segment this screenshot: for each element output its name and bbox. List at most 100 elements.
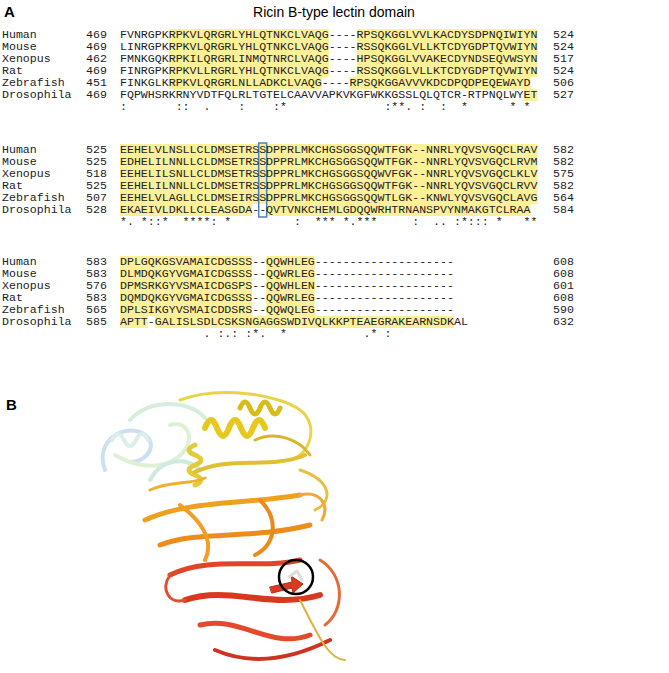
consensus-line: . :.: :*. * .* : xyxy=(120,328,391,340)
start-position: 451 xyxy=(86,77,107,89)
species-name: Human xyxy=(2,144,37,156)
end-position: 524 xyxy=(553,29,574,41)
ribbon xyxy=(112,434,148,446)
sequence: FINRGPKRPKVLLRGRLYHLQTNKCLVAQG----RSSQKG… xyxy=(120,65,537,77)
species-name: Rat xyxy=(2,180,23,192)
start-position: 462 xyxy=(86,53,107,65)
sequence: EEHELILNNLLCLDMSETRSSDPPRLMKCHGSGGSQQWTF… xyxy=(120,180,537,192)
sequence: FVNRGPKRPKVLQRGRLYHLQTNKCLVAQG----RPSQKG… xyxy=(120,29,537,41)
start-position: 585 xyxy=(86,316,107,328)
start-position: 469 xyxy=(86,89,107,101)
end-position: 608 xyxy=(553,268,574,280)
loop xyxy=(195,455,305,472)
sequence: EEHELVLNSLLCLDMSETRSSDPPRLMKCHGSGGSQQWTF… xyxy=(120,144,537,156)
species-name: Xenopus xyxy=(2,168,51,180)
loop xyxy=(255,500,273,555)
sequence: LINRGPKRPKVLQRGRLYHLQTNKCLVAQG----RSSQKG… xyxy=(120,41,537,53)
end-position: 582 xyxy=(553,144,574,156)
start-position: 507 xyxy=(86,192,107,204)
conservation-highlights xyxy=(120,29,538,328)
protein-structure xyxy=(103,393,345,660)
end-position: 584 xyxy=(553,204,574,216)
species-name: Drosophila xyxy=(2,204,72,216)
species-name: Zebrafish xyxy=(2,77,65,89)
sequence: FQPWHSRKRNYVDTFQLRLTGTELCAAVVAPKVKGFWKKG… xyxy=(120,89,537,101)
end-position: 524 xyxy=(553,65,574,77)
species-name: Mouse xyxy=(2,41,37,53)
residue-stick xyxy=(289,571,302,580)
species-name: Zebrafish xyxy=(2,192,65,204)
start-position: 528 xyxy=(86,204,107,216)
species-name: Mouse xyxy=(2,156,37,168)
panel-letter: B xyxy=(6,396,17,414)
species-name: Human xyxy=(2,29,37,41)
loop xyxy=(255,436,310,455)
red-region xyxy=(166,560,345,660)
loop xyxy=(166,575,185,601)
species-name: Drosophila xyxy=(2,89,72,101)
strand xyxy=(145,495,300,520)
end-position: 601 xyxy=(553,280,574,292)
ribbon xyxy=(130,404,205,420)
end-position: 590 xyxy=(553,304,574,316)
start-position: 525 xyxy=(86,180,107,192)
helix xyxy=(240,402,280,414)
end-position: 608 xyxy=(553,292,574,304)
start-position: 565 xyxy=(86,304,107,316)
sequence: DLMDQKGYVGMAICDGSSS--QQWRLEG------------… xyxy=(120,268,454,280)
sequence: EEHELVLAGLLCLDMSEIRSSDPPRLMKCHGSGGSQQWTL… xyxy=(120,192,537,204)
yellow-region xyxy=(180,393,327,510)
end-position: 608 xyxy=(553,256,574,268)
consensus-line: *. *::* ****: * : *** *.*** : .. :*::: *… xyxy=(120,216,537,228)
figure-title: Ricin B-type lectin domain xyxy=(230,3,438,21)
end-position: 582 xyxy=(553,156,574,168)
species-name: Zebrafish xyxy=(2,304,65,316)
species-name: Drosophila xyxy=(2,316,72,328)
end-position: 632 xyxy=(553,316,574,328)
helix xyxy=(205,420,265,436)
sequence: DPLSIKGYVSMAICDDSRS--QQWQLEG------------… xyxy=(120,304,454,316)
loop xyxy=(215,640,330,659)
loop xyxy=(180,393,311,460)
end-position: 582 xyxy=(553,180,574,192)
start-position: 583 xyxy=(86,268,107,280)
sequence: DQMDQKGYVGMAICDGSSS--QQWRLEG------------… xyxy=(120,292,454,304)
strand xyxy=(200,623,310,639)
loop xyxy=(180,505,208,560)
orange-region xyxy=(145,478,325,560)
species-name: Rat xyxy=(2,292,23,304)
end-position: 575 xyxy=(553,168,574,180)
highlight-band xyxy=(120,156,538,168)
start-position: 469 xyxy=(86,41,107,53)
panel-letter: A xyxy=(4,3,15,21)
start-position: 469 xyxy=(86,29,107,41)
start-position: 525 xyxy=(86,156,107,168)
loop xyxy=(300,600,345,660)
end-position: 506 xyxy=(553,77,574,89)
loop xyxy=(300,494,325,520)
sequence: FMNKGQKRPKILQRGRLINMQTNRCLVAQG----HPSQKG… xyxy=(120,53,537,65)
sequence: APTT-GALISLSDLCSKSNGAGGSWDIVQLKKPTEAEGRA… xyxy=(120,316,468,328)
species-name: Xenopus xyxy=(2,53,51,65)
highlight-band xyxy=(120,192,538,204)
species-name: Mouse xyxy=(2,268,37,280)
sequence: FINKGLKRPKVLQRGRLNLLADKCLVAQG----RPSQKGG… xyxy=(120,77,531,89)
highlight-band xyxy=(120,180,538,192)
consensus-line: : :: . : :* :**. : : * * * xyxy=(120,101,531,113)
loop xyxy=(150,478,205,490)
start-position: 525 xyxy=(86,144,107,156)
species-name: Xenopus xyxy=(2,280,51,292)
sequence: EKAEIVLDKLLCLEASGDA--QVTVNKCHEMLGDQQWRHT… xyxy=(120,204,531,216)
end-position: 527 xyxy=(553,89,574,101)
species-name: Human xyxy=(2,256,37,268)
highlight-band xyxy=(120,144,538,156)
end-position: 524 xyxy=(553,41,574,53)
sequence: EEHELILSNLLCLDMSETRSSDPPRLMKCHGSGGSQQWVF… xyxy=(120,168,537,180)
start-position: 518 xyxy=(86,168,107,180)
end-position: 517 xyxy=(553,53,574,65)
start-position: 576 xyxy=(86,280,107,292)
loop xyxy=(320,560,339,625)
sequence: DPMSRKGYVSMAICDGSPS--QQWHLEN------------… xyxy=(120,280,454,292)
species-name: Rat xyxy=(2,65,23,77)
